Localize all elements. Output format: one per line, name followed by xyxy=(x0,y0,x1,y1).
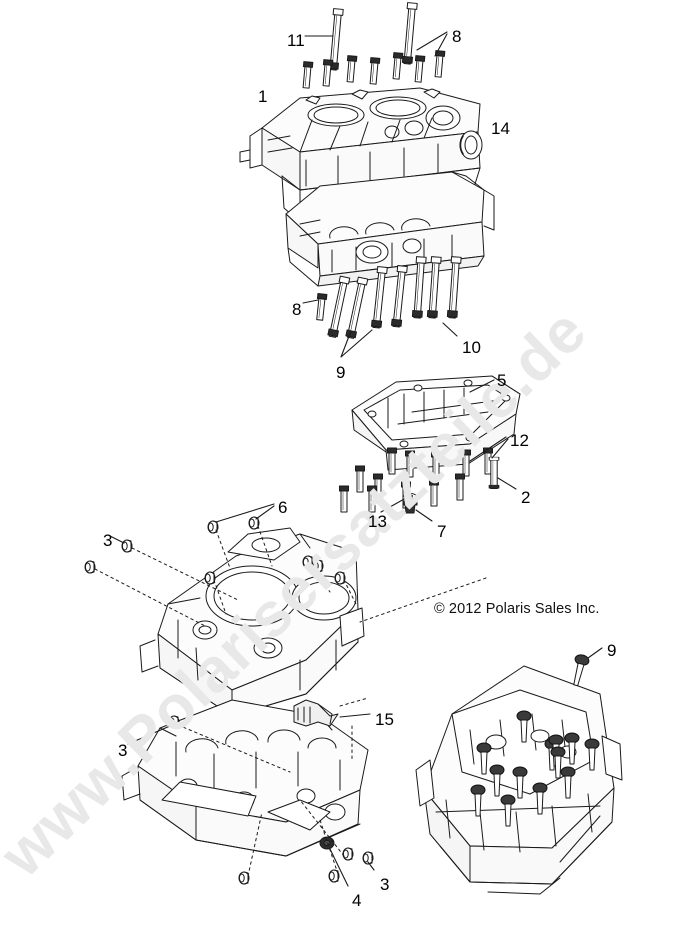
callout-15: 15 xyxy=(375,710,394,729)
callout-5: 5 xyxy=(497,371,507,390)
callout-9-right: 9 xyxy=(607,641,617,660)
callout-6: 6 xyxy=(278,498,288,517)
callout-1: 1 xyxy=(258,87,268,106)
callout-14: 14 xyxy=(491,119,510,138)
callout-7: 7 xyxy=(437,522,447,541)
callout-9-mid: 9 xyxy=(336,363,346,382)
callout-11: 11 xyxy=(287,31,305,50)
callout-8-top: 8 xyxy=(452,27,462,46)
callout-3-lower: 3 xyxy=(380,875,390,894)
callout-8-mid: 8 xyxy=(292,300,302,319)
callout-3-upper: 3 xyxy=(103,531,113,550)
callout-2: 2 xyxy=(521,488,531,507)
callout-4: 4 xyxy=(352,891,362,910)
callout-12: 12 xyxy=(510,431,529,450)
callout-13: 13 xyxy=(368,512,387,531)
callout-10: 10 xyxy=(462,338,481,357)
callout-3-left: 3 xyxy=(118,741,128,760)
copyright-notice: © 2012 Polaris Sales Inc. xyxy=(434,601,600,617)
